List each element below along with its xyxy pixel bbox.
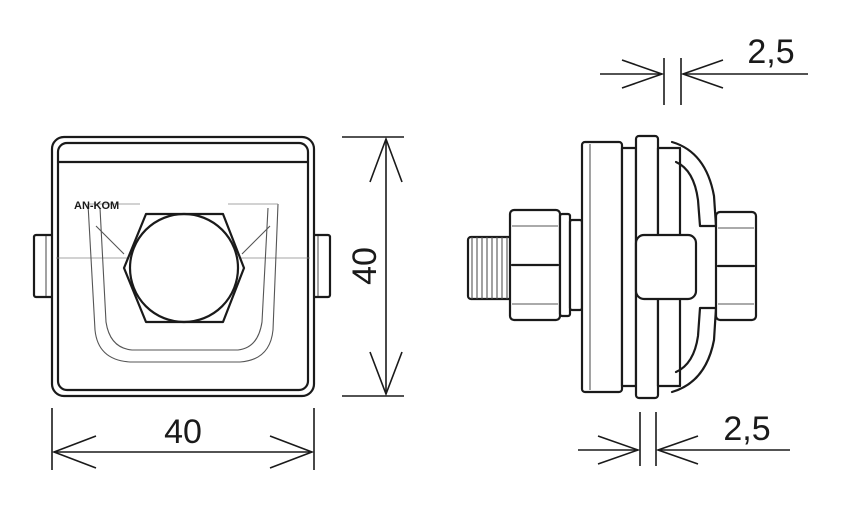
width-label: 40 — [164, 413, 202, 451]
side-view — [466, 134, 758, 400]
washer-right — [568, 218, 584, 312]
top-gap-label: 2,5 — [747, 33, 794, 71]
height-label: 40 — [346, 247, 384, 285]
side-bottom-dimension: 2,5 — [578, 410, 790, 466]
bottom-gap-label: 2,5 — [723, 410, 770, 448]
bolt-head — [128, 212, 240, 324]
plate-gap-left — [620, 146, 638, 388]
front-height-dimension: 40 — [342, 136, 404, 397]
brand-label: AN-KOM — [74, 200, 119, 212]
bolt-shank — [634, 233, 698, 301]
front-width-dimension: 40 — [51, 408, 315, 470]
washer-left — [558, 212, 572, 318]
hex-nut — [122, 212, 246, 324]
outer-plate — [580, 140, 624, 394]
front-view: AN-KOM — [32, 135, 332, 398]
side-top-dimension: 2,5 — [600, 33, 808, 105]
inner-saddle — [87, 203, 279, 363]
